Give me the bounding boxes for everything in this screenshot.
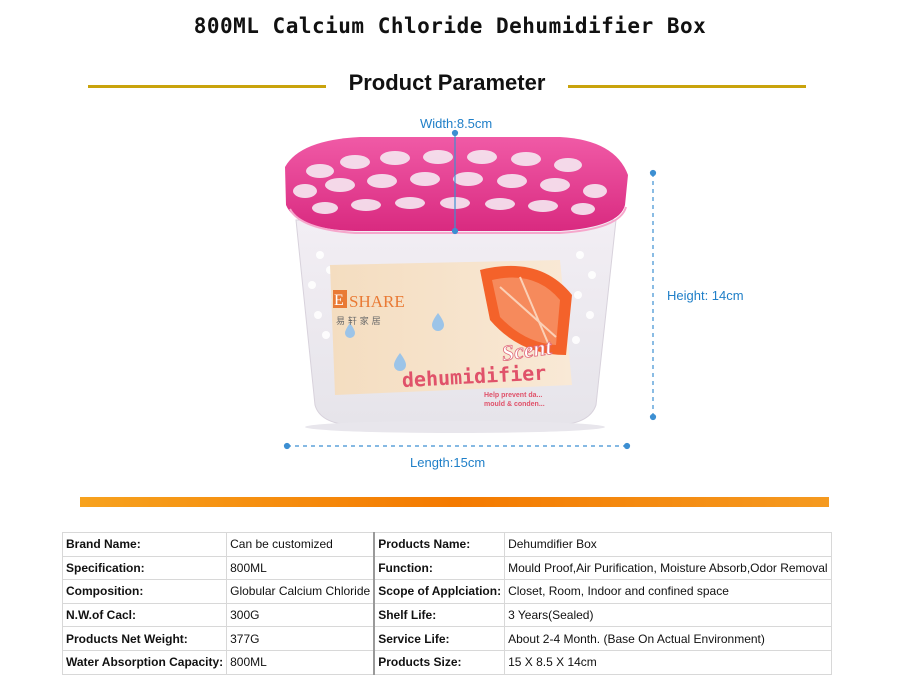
spec-key: Products Size: [373,649,506,675]
spec-key: Service Life: [373,626,506,651]
table-row: Brand Name: Can be customized Products N… [61,532,832,557]
spec-table: Brand Name: Can be customized Products N… [61,532,832,675]
spec-value: Mould Proof,Air Purification, Moisture A… [504,555,832,581]
spec-key: Scope of Applciation: [373,579,506,604]
spec-value: About 2-4 Month. (Base On Actual Environ… [504,626,832,651]
lid-vent-holes [293,150,607,215]
spec-value: 15 X 8.5 X 14cm [504,649,832,675]
brand-initial: E [334,292,344,309]
tagline-1: Help prevent da... [484,392,542,399]
spec-key: Shelf Life: [373,602,506,628]
spec-value: Closet, Room, Indoor and confined space [504,579,832,604]
length-dimension-label: Length:15cm [410,455,486,470]
spec-key: Brand Name: [61,532,228,557]
table-row: N.W.of Cacl: 300G Shelf Life: 3 Years(Se… [61,602,832,628]
table-row: Composition: Globular Calcium Chloride S… [61,579,832,604]
orange-divider-bar [80,497,829,507]
brand-initial-box [333,290,347,308]
spec-value: 800ML [226,649,376,675]
spec-key: N.W.of Cacl: [61,602,228,628]
spec-value: 377G [226,626,376,651]
spec-key: Specification: [61,555,228,581]
spec-key: Water Absorption Capacity: [61,649,228,675]
page-title: 800ML Calcium Chloride Dehumidifier Box [193,14,707,38]
product-area: E SHARE 易 轩 家 居 Scent dehumidifier Help … [0,105,900,485]
spec-value: Dehumdifier Box [504,532,832,557]
water-drop-icons [345,313,444,371]
section-heading-text: Product Parameter [348,70,546,95]
orange-slice-graphic [480,265,572,355]
box-shadow [305,421,605,433]
dimension-lines [283,129,657,450]
spec-key: Products Name: [373,532,506,557]
table-row: Products Net Weight: 377G Service Life: … [61,626,832,651]
brand-name-cn: 易 轩 家 居 [336,315,381,327]
section-heading: Product Parameter [0,70,900,100]
spec-value: 800ML [226,555,376,581]
spec-value: 300G [226,602,376,628]
product-illustration: E SHARE 易 轩 家 居 Scent dehumidifier Help … [283,129,657,450]
width-dimension-label: Width:8.5cm [420,116,493,131]
brand-name: SHARE [349,292,405,311]
table-row: Water Absorption Capacity: 800ML Product… [61,649,832,675]
spec-value: Can be customized [226,532,376,557]
spec-value: 3 Years(Sealed) [504,602,832,628]
tagline-2: mould & conden... [484,401,545,408]
spec-value: Globular Calcium Chloride [226,579,376,604]
spec-key: Products Net Weight: [61,626,228,651]
heading-rule-left [88,85,326,88]
table-row: Specification: 800ML Function: Mould Pro… [61,555,832,581]
spec-key: Composition: [61,579,228,604]
height-dimension-label: Height: 14cm [667,288,744,303]
heading-rule-right [568,85,806,88]
spec-key: Function: [373,555,506,581]
